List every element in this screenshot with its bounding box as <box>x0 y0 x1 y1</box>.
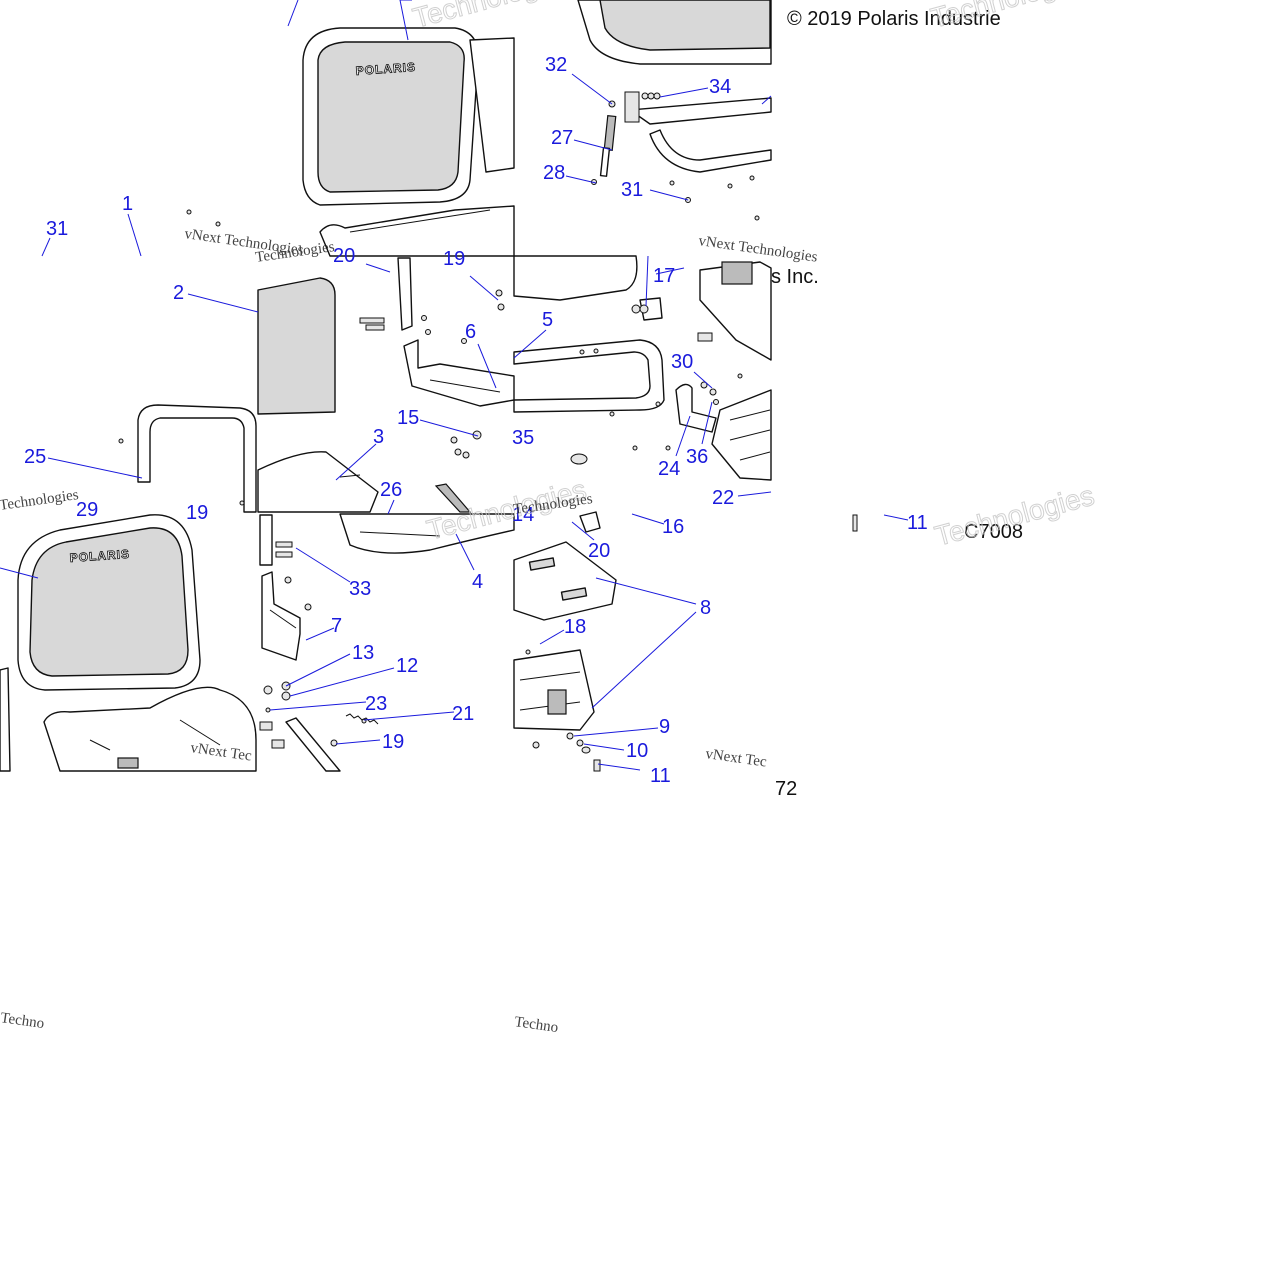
callout-30: 30 <box>671 351 693 373</box>
back-frame-tube <box>137 404 257 513</box>
grommet-mid-right <box>570 453 588 465</box>
callout-25: 25 <box>24 446 46 468</box>
watermark-5: Techno <box>0 1010 45 1032</box>
seat-cushion-mid-right <box>513 255 638 301</box>
leader-lines <box>0 0 909 771</box>
callout-27: 27 <box>551 127 573 149</box>
callout-34: 34 <box>709 76 731 98</box>
callout-35: 35 <box>512 427 534 449</box>
spring <box>345 713 379 725</box>
seat-bracket-vertical <box>397 257 413 331</box>
slide-rail-bottom <box>285 717 341 772</box>
callout-2: 2 <box>173 282 184 304</box>
callout-16: 16 <box>662 516 684 538</box>
callout-13: 13 <box>352 642 374 664</box>
callout-7: 7 <box>331 615 342 637</box>
seat-back-bottom: POLARIS <box>0 514 201 772</box>
callout-6: 6 <box>465 321 476 343</box>
copyright-line-tail: s Inc. <box>771 266 819 288</box>
callout-15: 15 <box>397 407 419 429</box>
watermark-big-1: Technologies <box>410 0 576 34</box>
callout-19c: 19 <box>382 731 404 753</box>
callout-36: 36 <box>686 446 708 468</box>
callout-28: 28 <box>543 162 565 184</box>
gas-strut <box>599 115 617 177</box>
callout-20: 20 <box>333 245 355 267</box>
callout-3: 3 <box>373 426 384 448</box>
callout-21: 21 <box>452 703 474 725</box>
watermark-6: Techno <box>513 1014 559 1036</box>
polaris-logo: POLARIS <box>355 60 416 78</box>
mount-plate-bottom-right <box>513 511 617 621</box>
callout-23: 23 <box>365 693 387 715</box>
fasteners-bottom-right <box>566 514 858 772</box>
callout-31b: 31 <box>46 218 68 240</box>
callout-5: 5 <box>542 309 553 331</box>
callout-26: 26 <box>380 479 402 501</box>
callout-19: 19 <box>186 502 208 524</box>
seat-mount-plate <box>403 339 515 407</box>
callout-8: 8 <box>700 597 711 619</box>
drawing-code: C7008 <box>964 521 1023 543</box>
copyright-line: © 2019 Polaris Industrie <box>787 8 1001 30</box>
latch-bracket <box>675 381 719 433</box>
rail-channel <box>434 483 472 513</box>
callout-10: 10 <box>626 740 648 762</box>
callout-29: 29 <box>76 499 98 521</box>
slide-frame-bottom-right <box>513 649 595 749</box>
callout-labels: 32 34 27 28 31 1 31 2 25 29 19 20 19 6 1… <box>24 54 928 787</box>
callout-12: 12 <box>396 655 418 677</box>
callout-20b: 20 <box>588 540 610 562</box>
callout-24: 24 <box>658 458 680 480</box>
callout-18: 18 <box>564 616 586 638</box>
drawing-code-tail: 72 <box>775 778 797 800</box>
callout-22: 22 <box>712 487 734 509</box>
callout-31: 31 <box>621 179 643 201</box>
callout-33: 33 <box>349 578 371 600</box>
watermark-4: vNext Tec <box>704 746 768 770</box>
seat-frame-bar <box>624 91 772 173</box>
callout-11: 11 <box>907 512 928 534</box>
watermark-2: vNext Technologies <box>697 233 818 266</box>
callout-11b: 11 <box>650 765 671 787</box>
pan-bottom-center <box>339 513 515 554</box>
fasteners-bottom-center <box>259 541 367 749</box>
seat-cushion-mid <box>257 451 379 513</box>
callout-17: 17 <box>653 265 675 287</box>
seat-slide-mechanism <box>697 261 772 481</box>
seat-back-panel-mid <box>257 277 336 415</box>
tray-top <box>577 0 772 65</box>
seat-bracket-bottom <box>259 514 301 661</box>
callout-1: 1 <box>122 193 133 215</box>
watermark-7: Technologies <box>0 487 80 514</box>
drawing-labels: © 2019 Polaris Industrie s Inc. C7008 72 <box>771 8 1023 800</box>
fasteners-mid-left <box>118 209 245 506</box>
polaris-logo-bottom: POLARIS <box>69 547 130 565</box>
callout-14: 14 <box>512 504 534 526</box>
seat-back-top: POLARIS <box>302 27 515 206</box>
seat-base-top <box>319 205 515 257</box>
seat-cushion-bottom <box>43 686 257 772</box>
callout-19b: 19 <box>443 248 465 270</box>
callout-9: 9 <box>659 716 670 738</box>
callout-4: 4 <box>472 571 483 593</box>
watermark-big-4: Technologies <box>928 0 1094 34</box>
callout-32: 32 <box>545 54 567 76</box>
fasteners-mid-center <box>359 289 505 459</box>
